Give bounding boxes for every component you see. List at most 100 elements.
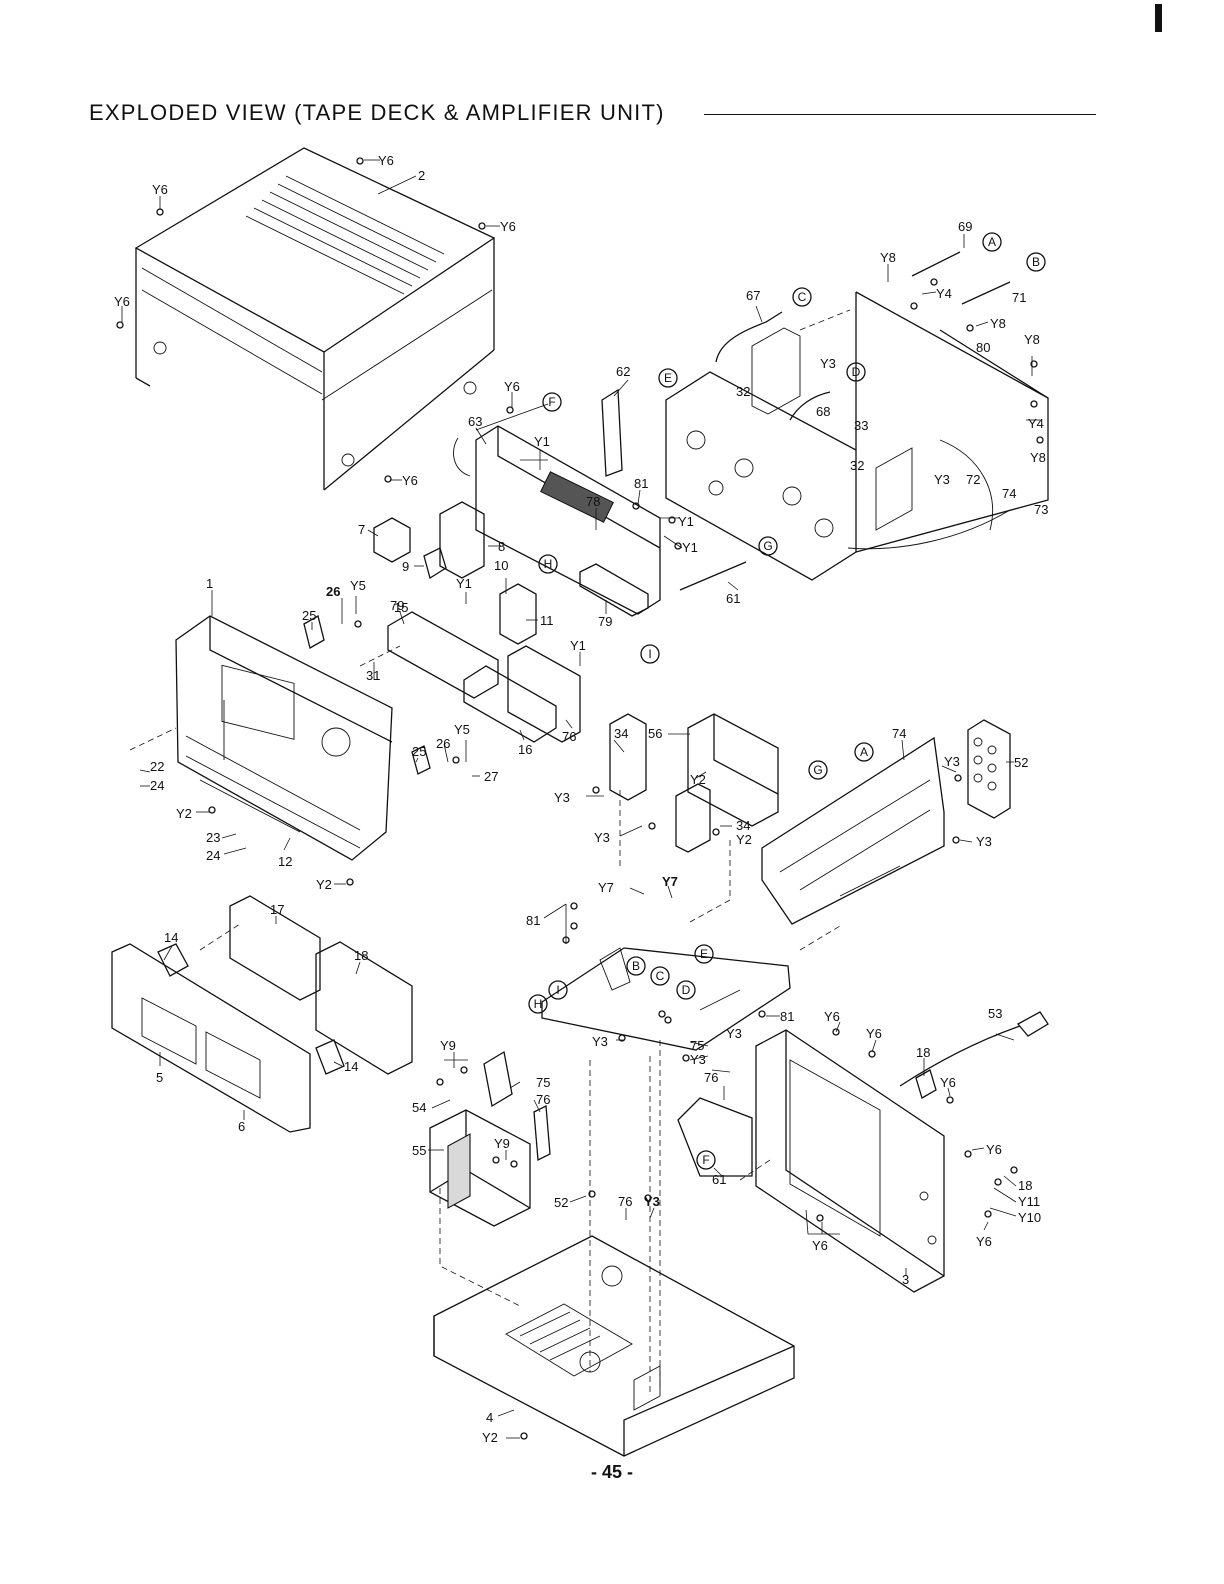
label-y9-d: Y8 (1030, 450, 1046, 465)
label-y4-j: Y3 (644, 1194, 660, 1209)
label-23: 22 (150, 759, 164, 774)
marker-i-low: I (548, 980, 568, 1000)
marker-c-top: C (792, 287, 812, 307)
label-76: 76 (704, 1070, 718, 1085)
label-y6-a: Y5 (350, 578, 366, 593)
label-y4-h: Y3 (592, 1034, 608, 1049)
page-number: - 45 - (590, 1462, 633, 1482)
svg-text:I: I (556, 983, 559, 997)
marker-i-top: I (640, 644, 660, 664)
label-y10-b: Y9 (494, 1136, 510, 1151)
svg-text:I: I (648, 647, 651, 661)
label-29: 31 (366, 668, 380, 683)
svg-text:F: F (702, 1153, 709, 1167)
label-63: 67 (746, 288, 760, 303)
label-y3-b: Y2 (736, 832, 752, 847)
marker-b-top: B (1026, 252, 1046, 272)
label-y7-c: Y6 (500, 219, 516, 234)
label-y9-a: Y8 (880, 250, 896, 265)
marker-h-low: H (528, 994, 548, 1014)
label-y7-b: Y6 (152, 182, 168, 197)
label-10: 10 (494, 558, 508, 573)
title-rule (704, 114, 1096, 115)
front-sub-boards (303, 501, 649, 775)
label-53: 55 (412, 1143, 426, 1158)
label-y7-g: Y6 (824, 1009, 840, 1024)
label-81: 80 (976, 340, 990, 355)
label-11: 11 (540, 613, 554, 628)
label-73: 75 (536, 1075, 550, 1090)
label-y3-a: Y2 (690, 772, 706, 787)
label-21: 17 (270, 902, 284, 917)
screws (116, 157, 1044, 1440)
label-72: 75 (690, 1038, 704, 1053)
label-y3-c: Y2 (176, 806, 192, 821)
power-transformer (429, 1050, 551, 1227)
marker-g-pcb: G (808, 760, 828, 780)
jack-board (967, 719, 1011, 819)
marker-d-top: D (846, 362, 866, 382)
label-y1-b: 81 (526, 913, 540, 928)
label-65: 69 (958, 219, 972, 234)
label-68: 73 (1034, 502, 1048, 517)
label-8: 8 (498, 539, 505, 554)
front-cabinet (175, 615, 393, 861)
page-edge-mark (1155, 4, 1162, 32)
marker-a-top: A (982, 232, 1002, 252)
svg-text:H: H (544, 557, 553, 571)
label-27-b: 26 (436, 736, 450, 751)
label-y4-i: Y3 (690, 1052, 706, 1067)
svg-text:E: E (664, 371, 672, 385)
svg-text:E: E (700, 947, 708, 961)
label-y7-k: Y6 (976, 1234, 992, 1249)
label-26-a: 25 (302, 608, 316, 623)
label-18: 18 (1018, 1178, 1032, 1193)
label-27-a: 26 (326, 584, 340, 599)
label-y12: Y11 (1018, 1194, 1040, 1209)
label-14: 14 (344, 1059, 358, 1074)
label-y4-c: Y3 (944, 754, 960, 769)
label-y6-b: Y5 (454, 722, 470, 737)
label-6: 6 (238, 1119, 245, 1134)
label-y5-a: Y4 (936, 286, 952, 301)
label-5: 5 (156, 1070, 163, 1085)
label-y1-c: 81 (780, 1009, 794, 1024)
label-y8-b: Y7 (662, 874, 678, 889)
label-3: 3 (902, 1272, 909, 1287)
label-9: 9 (402, 559, 409, 574)
label-y10-a: Y9 (440, 1038, 456, 1053)
svg-text:B: B (632, 959, 640, 973)
label-24: 23 (206, 830, 220, 845)
svg-text:G: G (763, 539, 772, 553)
label-66: 71 (1012, 290, 1026, 305)
svg-text:H: H (534, 997, 543, 1011)
main-pcb (761, 736, 945, 925)
label-2: 2 (418, 168, 425, 183)
label-1: 1 (206, 576, 213, 591)
label-y7-d: Y6 (114, 294, 130, 309)
leader-lines (121, 159, 1040, 1439)
label-32-b: 34 (736, 818, 750, 833)
marker-f-top: F (542, 392, 562, 412)
label-33: 52 (1014, 755, 1028, 770)
label-y2-b: Y1 (678, 514, 694, 529)
label-16: 16 (518, 742, 532, 757)
label-31: 33 (854, 418, 868, 433)
label-y11: Y10 (1018, 1210, 1041, 1225)
label-78: 79 (390, 598, 404, 613)
label-y4-b: Y3 (934, 472, 950, 487)
label-54: 56 (648, 726, 662, 741)
label-61: 61 (726, 591, 740, 606)
label-34: 52 (554, 1195, 568, 1210)
label-64: 68 (816, 404, 830, 419)
label-71: 74 (892, 726, 906, 741)
label-y9-b: Y8 (990, 316, 1006, 331)
callout-labels: 2 Y6 Y6 Y6 Y6 Y6 Y6 69 71 Y8 Y4 Y8 67 80… (114, 153, 1048, 1445)
svg-text:D: D (682, 983, 691, 997)
label-y7-j: Y6 (986, 1142, 1002, 1157)
label-55: 61 (712, 1172, 726, 1187)
label-y4-a: Y3 (820, 356, 836, 371)
label-17: 18 (916, 1045, 930, 1060)
